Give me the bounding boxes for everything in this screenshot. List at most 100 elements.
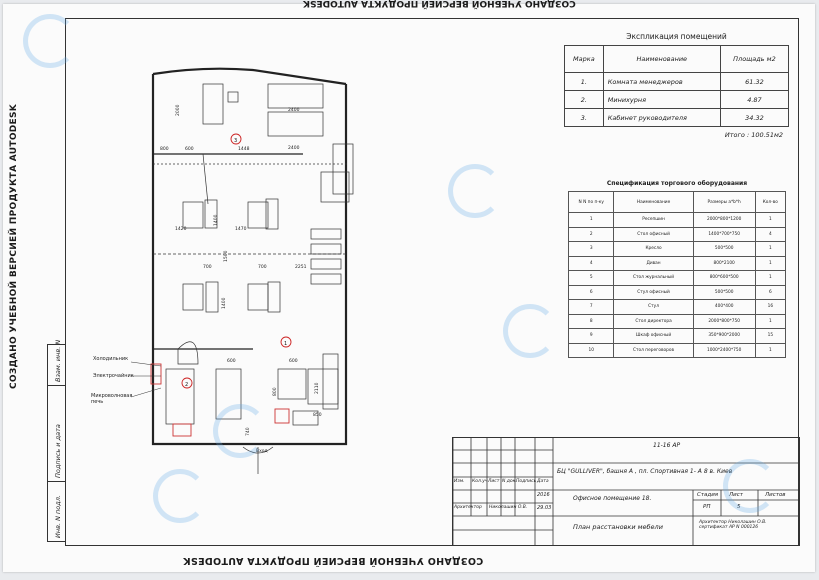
stage-value: РП — [703, 504, 711, 510]
watermark-logo-icon — [723, 459, 777, 513]
col-izm: Изм. — [454, 479, 465, 484]
project-code: 11-16 АР — [653, 442, 681, 449]
dimension-label: 700 — [258, 264, 267, 270]
table-cell: Стул офисный — [613, 284, 694, 300]
table-row: 2. Минихурня 4.87 — [564, 90, 790, 109]
table-cell: 500*500 — [692, 284, 756, 300]
dimension-label: 700 — [203, 264, 212, 270]
table-cell: 2000*800*750 — [692, 313, 756, 329]
col-podpis: Подпись — [516, 479, 537, 484]
person: Николашин О.В. — [489, 505, 528, 510]
dimension-label: 850 — [313, 412, 322, 418]
header-cell: Кол-во — [754, 191, 787, 213]
dimension-label: 2251 — [295, 264, 307, 270]
table-cell: 1400*700*750 — [692, 226, 756, 242]
header-cell: N N по п-ку — [567, 191, 615, 213]
dimension-label: 600 — [289, 358, 298, 364]
legend-fridge: Холодильник — [93, 356, 129, 362]
table-cell: 4 — [754, 226, 787, 242]
table-cell: 5 — [567, 270, 615, 286]
project-name: Офисное помещение 18. — [573, 495, 652, 502]
table-cell: Стол журнальный — [613, 270, 694, 286]
header-cell: Размеры а*b*h — [692, 191, 756, 213]
strip-cell: Взам. инв. N — [48, 340, 66, 386]
table-cell: 4 — [567, 255, 615, 271]
table-cell: 15 — [754, 328, 787, 344]
table-cell: 800*600*500 — [692, 270, 756, 286]
sheet-name: План расстановки мебели — [573, 523, 663, 531]
watermark-logo-icon — [213, 404, 267, 458]
room-number: 3 — [234, 138, 237, 144]
table-cell: Стул — [613, 299, 694, 315]
dimension-label: 1448 — [238, 146, 250, 152]
header-cell: Площадь м2 — [719, 45, 790, 73]
table-cell: 1 — [754, 313, 787, 329]
table-cell: 2 — [567, 226, 615, 242]
title-block-grid — [453, 438, 799, 545]
dimension-label: 2400 — [288, 145, 300, 151]
stage-header: Стадия — [697, 492, 719, 498]
table-row: 1. Комната менеджеров 61.32 — [564, 72, 790, 91]
room-number: 2 — [185, 382, 188, 388]
legend-kettle: Электрочайник — [93, 373, 134, 379]
dimension-label: 1400 — [221, 297, 227, 309]
table-cell: 2000*800*1200 — [692, 212, 756, 228]
table-cell: 6 — [567, 284, 615, 300]
explication-title: Экспликация помещений — [626, 32, 727, 41]
table-cell: 1 — [567, 212, 615, 228]
table-cell: 400*400 — [692, 299, 756, 315]
entrance-label: Вход — [256, 448, 268, 454]
drawing-sheet: СОЗДАНО УЧЕБНОЙ ВЕРСИЕЙ ПРОДУКТА AUTODES… — [3, 0, 815, 572]
table-cell: Стол директора — [613, 313, 694, 329]
table-cell: Диван — [613, 255, 694, 271]
table-cell: 500*500 — [692, 241, 756, 257]
specification-title: Спецификация торгового оборудования — [606, 180, 748, 187]
table-cell: 1000*2400*750 — [692, 342, 756, 358]
col-list: Лист — [488, 479, 500, 484]
dimension-label: 600 — [185, 146, 194, 152]
header-cell: Наименование — [602, 45, 721, 73]
date: 29.03 — [537, 505, 552, 511]
legend-microwave: Микроволновая печь — [91, 393, 133, 405]
dimension-label: 1400 — [213, 214, 219, 226]
specification-table: N N по п-ку Наименование Размеры а*b*h К… — [567, 191, 787, 358]
year: 2016 — [537, 492, 550, 498]
dimension-label: 2000 — [175, 104, 181, 116]
table-cell: 1 — [754, 255, 787, 271]
table-cell: 6 — [754, 284, 787, 300]
dimension-label: 1470 — [235, 226, 247, 232]
table-cell: 10 — [567, 342, 615, 358]
table-cell: 350*900*2000 — [692, 328, 756, 344]
col-data: Дата — [537, 479, 549, 484]
explication-table: Марка Наименование Площадь м2 1. Комната… — [564, 45, 790, 127]
table-cell: Шкаф офисный — [613, 328, 694, 344]
col-kol: Кол.уч — [472, 479, 488, 484]
watermark-logo-icon — [503, 304, 557, 358]
specification-block: Спецификация торгового оборудования N N … — [567, 180, 787, 358]
table-cell: Стол переговоров — [613, 342, 694, 358]
table-cell: 1 — [754, 342, 787, 358]
dimension-label: 800 — [160, 146, 169, 152]
explication-block: Экспликация помещений Марка Наименование… — [564, 32, 790, 139]
role: Архитектор — [454, 505, 482, 510]
dimension-label: 2110 — [314, 382, 320, 394]
table-cell: 16 — [754, 299, 787, 315]
dimension-label: 600 — [227, 358, 236, 364]
table-cell: Стол офисный — [613, 226, 694, 242]
room-number: 1 — [284, 341, 287, 347]
watermark-logo-icon — [23, 14, 77, 68]
table-cell: 9 — [567, 328, 615, 344]
header-cell: Наименование — [613, 191, 694, 213]
drawing-frame — [65, 18, 799, 546]
watermark-logo-icon — [448, 164, 502, 218]
explication-total: Итого : 100.51м2 — [724, 131, 783, 139]
col-ndoc: N док. — [502, 479, 517, 484]
